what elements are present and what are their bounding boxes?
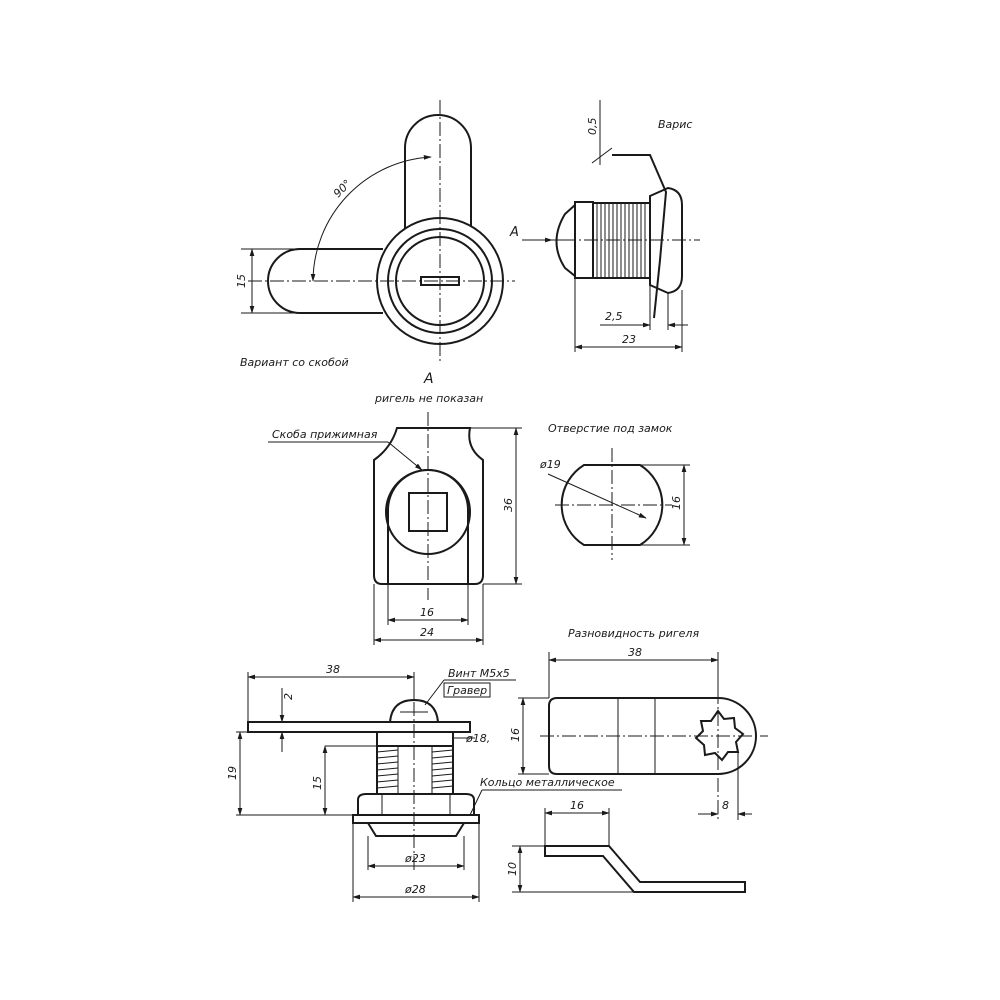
dim-16-hole: 16 [670, 496, 683, 510]
metal-ring [352, 814, 480, 824]
bracket-variant-label: Вариант со скобой [240, 356, 349, 369]
mounting-hole: Отверстие под замок ø19 16 [539, 422, 690, 560]
rotation-arc [310, 155, 432, 282]
latch-arm-horizontal [267, 248, 383, 314]
hex-nut [357, 793, 475, 816]
clamp-bracket-front [373, 427, 484, 585]
dim-28: ø28 [404, 883, 426, 896]
section-view: 38 2 19 15 ø18, Винт М5х5 Гравер Кольцо … [226, 663, 622, 902]
bent-latch: 16 10 [506, 799, 746, 893]
dim-38-latch: 38 [628, 646, 642, 659]
variant-short-label: Вариc [658, 118, 692, 131]
dim-23-nut: ø23 [404, 852, 426, 865]
metal-ring-label: Кольцо металлическое [480, 776, 615, 789]
front-view: 15 90° Вариант со скобой [235, 100, 515, 369]
view-a-title: A [423, 371, 434, 387]
dim-2-5: 2,5 [605, 310, 623, 323]
engraver-label: Гравер [447, 684, 487, 697]
dim-19-height: 19 [226, 766, 239, 780]
latch-outline [548, 697, 757, 775]
dim-10: 10 [506, 862, 519, 876]
view-a: A ригель не показан Скоба прижимная 36 1… [268, 371, 522, 645]
dim-15-front: 15 [235, 274, 248, 288]
dim-38-bottom: 38 [326, 663, 340, 676]
flange [649, 186, 683, 295]
dim-16-bracket: 16 [420, 606, 434, 619]
dim-2: 2 [282, 693, 295, 700]
dim-16-latch: 16 [509, 728, 522, 742]
dim-19-hole: ø19 [539, 458, 561, 471]
dim-0-5: 0,5 [586, 118, 599, 136]
latch-variety-title: Разновидность ригеля [568, 627, 699, 640]
view-a-arrow-label: A [509, 225, 519, 240]
dim-24: 24 [420, 626, 434, 639]
dim-16-bent: 16 [570, 799, 584, 812]
dim-36: 36 [502, 498, 515, 512]
latch-plate [247, 721, 471, 733]
side-view: A 0,5 Вариc 2,5 23 [509, 100, 700, 352]
hole-title: Отверстие под замок [548, 422, 673, 435]
dim-15-thread: 15 [311, 776, 324, 790]
bent-latch-profile [544, 845, 746, 893]
dim-23-side: 23 [622, 333, 636, 346]
latch-not-shown-label: ригель не показан [374, 392, 483, 405]
engraver-box [443, 682, 491, 698]
clamp-bracket-side [612, 154, 668, 319]
dim-8: 8 [722, 799, 729, 812]
star-hole [694, 709, 745, 762]
latch-arm-vertical [404, 114, 472, 232]
screw-label: Винт М5х5 [448, 667, 510, 680]
latch-variety: Разновидность ригеля 38 16 8 [509, 627, 768, 820]
clamp-bracket-label: Скоба прижимная [272, 428, 378, 441]
dim-angle-90: 90° [331, 177, 354, 200]
dim-18: ø18, [465, 732, 490, 745]
